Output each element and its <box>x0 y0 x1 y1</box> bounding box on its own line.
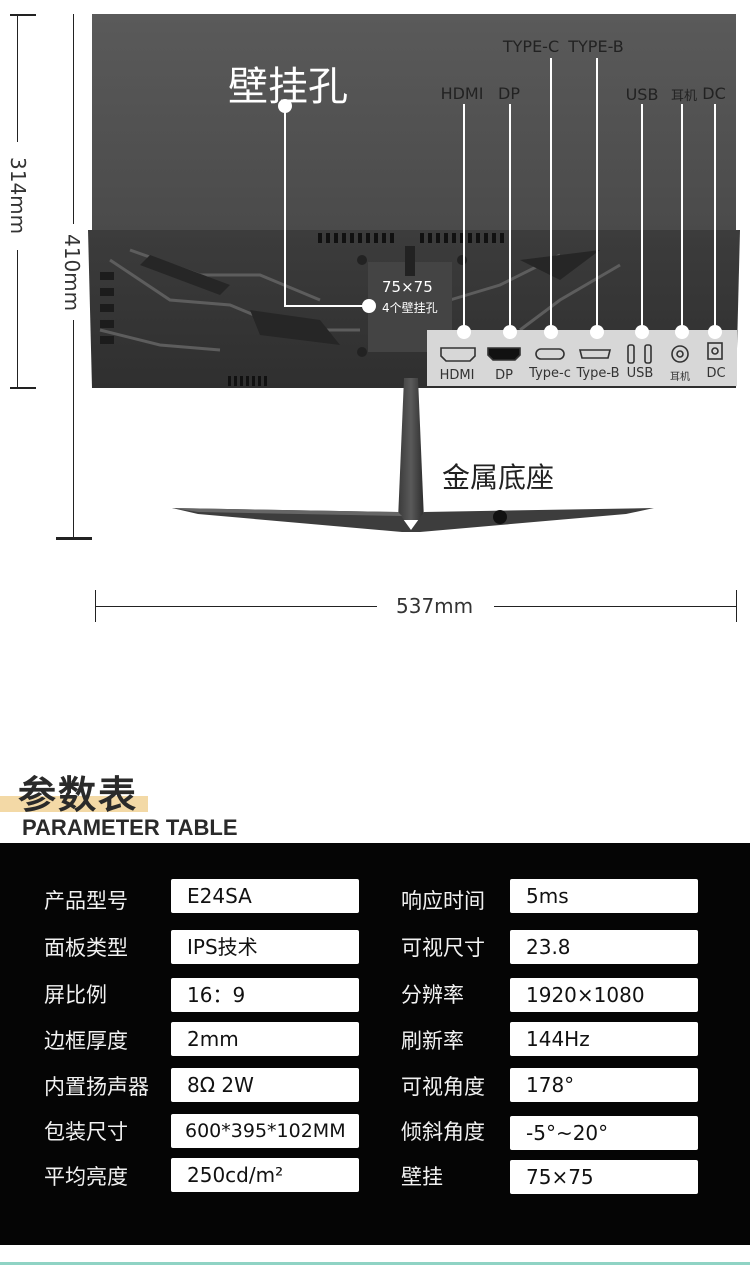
port-callout-type-b <box>596 58 598 330</box>
param-label-aspect-ratio: 屏比例 <box>44 983 107 1007</box>
param-value-tilt-angle: -5°~20° <box>510 1116 698 1150</box>
dim-537-label: 537mm <box>396 594 474 618</box>
param-value-model: E24SA <box>171 879 359 913</box>
port-dot-earphone <box>675 325 689 339</box>
wall-hole-callout-h <box>284 305 368 307</box>
param-value-brightness: 250cd/m² <box>171 1158 359 1192</box>
bottom-accent-line <box>0 1262 750 1265</box>
param-value-refresh-rate: 144Hz <box>510 1022 698 1056</box>
param-value-wall-mount: 75×75 <box>510 1160 698 1194</box>
param-label-model: 产品型号 <box>44 889 128 913</box>
port-callout-earphone <box>681 104 683 330</box>
port-callout-type-c <box>550 58 552 330</box>
dim-314-top-cap <box>10 14 36 16</box>
param-label-refresh-rate: 刷新率 <box>401 1029 464 1053</box>
port-label-dp: DP <box>495 368 513 383</box>
title-accent-bar <box>0 796 148 812</box>
param-value-viewable-size: 23.8 <box>510 930 698 964</box>
dim-314-line-top <box>17 14 18 142</box>
port-dot-hdmi <box>457 325 471 339</box>
param-label-resolution: 分辨率 <box>401 983 464 1007</box>
wall-hole-dot-top <box>278 99 292 113</box>
panel-back <box>92 14 736 234</box>
port-callout-hdmi <box>463 104 465 330</box>
dim-314-label: 314mm <box>6 157 30 235</box>
port-label-type-c: Type-c <box>529 366 571 381</box>
port-label-type-b: Type-B <box>576 366 620 381</box>
parameter-table: 产品型号 E24SA 响应时间 5ms 面板类型 IPS技术 可视尺寸 23.8… <box>0 843 750 1245</box>
port-top-label-usb: USB <box>625 85 659 104</box>
param-value-resolution: 1920×1080 <box>510 978 698 1012</box>
port-top-label-earphone: 耳机 <box>670 89 698 104</box>
bottom-strip <box>0 1245 750 1265</box>
dim-410-bottom-cap <box>56 537 92 540</box>
port-label-usb: USB <box>626 366 654 381</box>
port-callout-dp <box>509 104 511 330</box>
port-top-label-type-b: TYPE-B <box>568 37 624 56</box>
wall-hole-size: 75×75 <box>382 278 433 296</box>
product-diagram: 314mm 410mm 537mm 壁挂孔 75×75 4个壁挂孔 金属底座 H… <box>6 14 740 622</box>
param-value-viewing-angle: 178° <box>510 1068 698 1102</box>
port-dot-usb <box>635 325 649 339</box>
param-value-panel-type: IPS技术 <box>171 930 359 964</box>
dim-314-bottom-cap <box>10 387 36 389</box>
param-label-speaker: 内置扬声器 <box>44 1075 149 1099</box>
base-dot <box>493 510 507 524</box>
dim-537-line-left <box>95 606 377 607</box>
parameter-header: 参数表 PARAMETER TABLE <box>0 760 750 844</box>
port-label-earphone: 耳机 <box>670 372 690 383</box>
param-label-package-size: 包装尺寸 <box>44 1120 128 1144</box>
dim-314-line-bottom <box>17 250 18 388</box>
param-label-bezel: 边框厚度 <box>44 1029 128 1053</box>
monitor-rear-illustration <box>88 14 740 532</box>
port-dot-dp <box>503 325 517 339</box>
param-label-viewing-angle: 可视角度 <box>401 1075 485 1099</box>
base-label: 金属底座 <box>442 461 555 494</box>
port-top-label-type-c: TYPE-C <box>502 37 560 56</box>
wall-hole-count: 4个壁挂孔 <box>382 301 438 315</box>
param-label-tilt-angle: 倾斜角度 <box>401 1120 485 1144</box>
param-label-viewable-size: 可视尺寸 <box>401 936 485 960</box>
port-top-label-dp: DP <box>498 84 520 103</box>
port-dot-type-b <box>590 325 604 339</box>
port-callout-dc <box>714 104 716 330</box>
wall-hole-dot <box>362 299 376 313</box>
dim-410-line-top <box>73 14 74 224</box>
parameter-title-cn: 参数表 <box>18 773 139 817</box>
parameter-title-en: PARAMETER TABLE <box>22 815 238 840</box>
param-label-brightness: 平均亮度 <box>44 1165 128 1189</box>
param-value-speaker: 8Ω 2W <box>171 1068 359 1102</box>
dim-537-line-right <box>494 606 736 607</box>
port-label-dc: DC <box>706 366 726 381</box>
param-value-package-size: 600*395*102MM <box>171 1114 359 1148</box>
param-value-aspect-ratio: 16：9 <box>171 978 359 1012</box>
port-callout-usb <box>641 104 643 330</box>
param-label-panel-type: 面板类型 <box>44 936 128 960</box>
stand-neck <box>398 378 424 520</box>
port-label-hdmi: HDMI <box>439 368 475 383</box>
dim-410-label: 410mm <box>60 234 84 312</box>
port-top-label-dc: DC <box>702 84 726 103</box>
wall-hole-callout-v <box>284 112 286 306</box>
dim-410-line-bottom <box>73 320 74 538</box>
metal-base <box>172 508 654 532</box>
port-top-label-hdmi: HDMI <box>440 84 484 103</box>
param-label-response-time: 响应时间 <box>401 889 485 913</box>
param-value-bezel: 2mm <box>171 1022 359 1056</box>
dim-537-right-cap <box>736 590 737 622</box>
param-label-wall-mount: 壁挂 <box>401 1165 443 1189</box>
port-dot-type-c <box>544 325 558 339</box>
port-dot-dc <box>708 325 722 339</box>
param-value-response-time: 5ms <box>510 879 698 913</box>
